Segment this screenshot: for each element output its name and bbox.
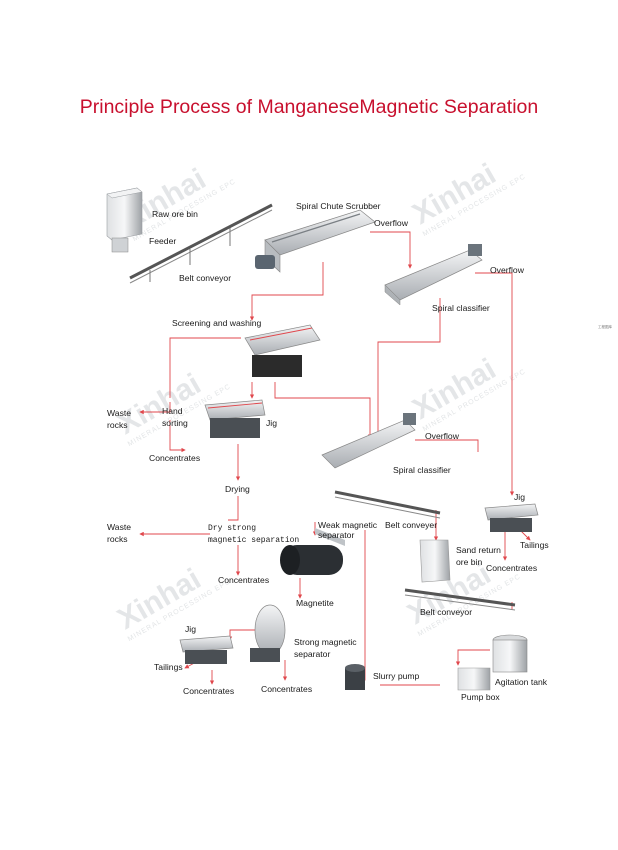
label-tailings-3: Tailings <box>154 662 183 672</box>
label-strong-magnetic-b: separator <box>294 649 330 659</box>
label-agitation-tank: Agitation tank <box>495 677 548 687</box>
label-feeder: Feeder <box>149 236 176 246</box>
slurry-pump <box>345 664 365 690</box>
spiral-classifier-1 <box>384 244 483 306</box>
label-belt-conveyor: Belt conveyor <box>179 273 231 283</box>
label-waste-rocks-2: Waste <box>107 522 131 532</box>
spiral-classifier-2 <box>321 413 416 469</box>
sand-return-ore-bin <box>419 539 451 583</box>
label-weak-magnetic-b: separator <box>318 530 354 540</box>
label-pump-box: Pump box <box>461 692 500 702</box>
jig-3 <box>179 635 234 664</box>
label-overflow-3: Overflow <box>425 431 460 441</box>
label-spiral-classifier-1: Spiral classifier <box>432 303 490 313</box>
label-concentrates-2: Concentrates <box>486 563 537 573</box>
label-belt-conveyor-2: Belt conveyor <box>420 607 472 617</box>
label-spiral-chute-scrubber: Spiral Chute Scrubber <box>296 201 381 211</box>
label-concentrates-5: Concentrates <box>261 684 312 694</box>
label-concentrates-1: Concentrates <box>149 453 200 463</box>
magnetic-separator <box>280 528 345 575</box>
label-weak-magnetic-a: Weak magnetic <box>318 520 378 530</box>
labels: Raw ore bin Feeder Belt conveyor Spiral … <box>107 201 549 702</box>
label-hand-sorting-b: sorting <box>162 418 188 428</box>
label-overflow-1: Overflow <box>374 218 409 228</box>
label-dry-strong-b: magnetic separation <box>208 536 299 545</box>
diagram-title: Principle Process of ManganeseMagnetic S… <box>79 96 539 118</box>
label-concentrates-4: Concentrates <box>183 686 234 696</box>
label-strong-magnetic-a: Strong magnetic <box>294 637 357 647</box>
pump-box <box>457 667 491 691</box>
label-hand-sorting-a: Hand <box>162 406 183 416</box>
label-waste-rocks-2b: rocks <box>107 534 128 544</box>
belt-conveyer-2 <box>334 490 441 519</box>
label-raw-ore-bin: Raw ore bin <box>152 209 198 219</box>
label-overflow-2: Overflow <box>490 265 525 275</box>
strong-magnetic-separator <box>250 604 286 662</box>
label-drying: Drying <box>225 484 250 494</box>
label-slurry-pump: Slurry pump <box>373 671 420 681</box>
corner-mark: 工程图库 <box>598 324 612 329</box>
spiral-chute-scrubber <box>255 209 376 273</box>
label-concentrates-3: Concentrates <box>218 575 269 585</box>
label-magnetite: Magnetite <box>296 598 334 608</box>
label-belt-conveyer-1: Belt conveyer <box>385 520 437 530</box>
label-waste-rocks-1: Waste <box>107 408 131 418</box>
agitation-tank <box>492 634 528 673</box>
label-jig-1: Jig <box>266 418 277 428</box>
label-spiral-classifier-2: Spiral classifier <box>393 465 451 475</box>
label-screening-and-washing: Screening and washing <box>172 318 262 328</box>
label-sand-return-b: ore bin <box>456 557 482 567</box>
label-jig-2: Jig <box>514 492 525 502</box>
jig-2 <box>484 503 539 532</box>
belt-conveyor-1 <box>129 203 273 284</box>
flow-lines <box>139 231 531 686</box>
label-dry-strong-a: Dry strong <box>208 524 256 533</box>
label-jig-3: Jig <box>185 624 196 634</box>
label-sand-return-a: Sand return <box>456 545 501 555</box>
label-waste-rocks-1b: rocks <box>107 420 128 430</box>
jig-1 <box>204 399 266 438</box>
vibrating-screen <box>244 324 321 377</box>
label-tailings-2: Tailings <box>520 540 549 550</box>
raw-ore-bin <box>106 187 143 253</box>
belt-conveyor-3 <box>404 588 516 611</box>
